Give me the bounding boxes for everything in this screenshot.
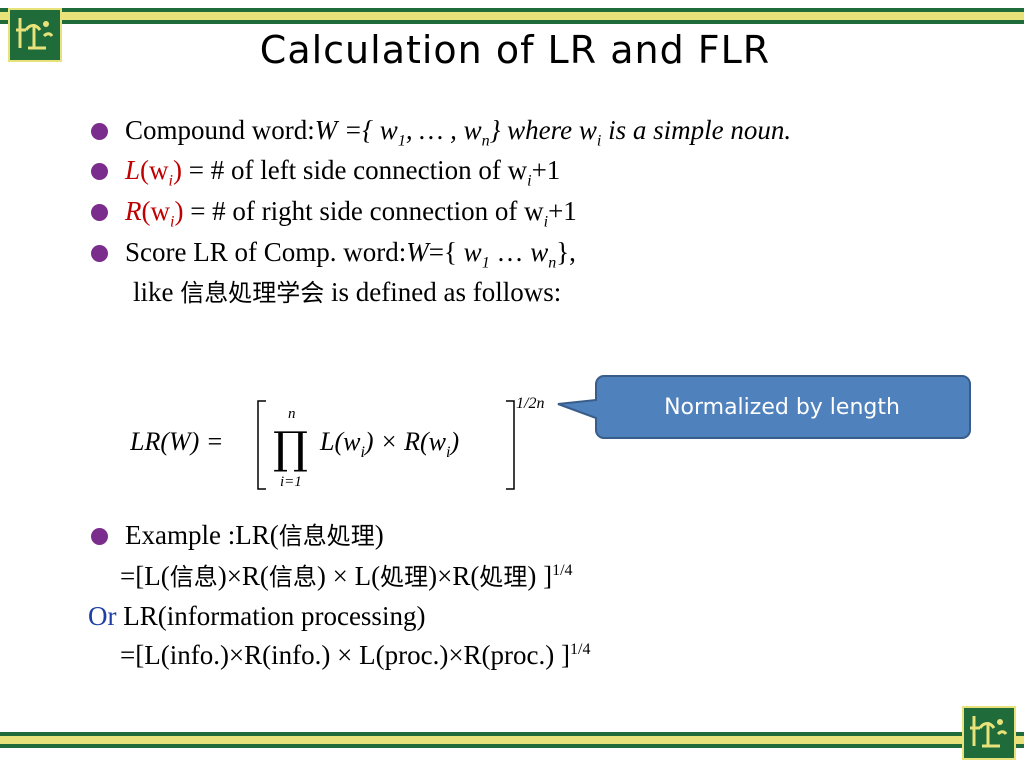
compound-wn: w	[463, 115, 482, 145]
formula-lower: i=1	[280, 474, 302, 490]
right-text: = # of right side connection of w	[183, 196, 544, 226]
compound-mid: , … ,	[405, 115, 464, 145]
compound-wi: w	[578, 115, 597, 145]
ex2-proc2: 処理	[479, 563, 528, 591]
right-plus: +1	[548, 196, 577, 226]
compound-subi: i	[596, 132, 602, 150]
slide-title: Calculation of LR and FLR	[259, 28, 771, 72]
callout-label: Normalized by length	[664, 395, 900, 420]
bullet-score-continuation: like 信息処理学会 is defined as follows:	[88, 275, 918, 310]
formula-sub-i2: i	[446, 444, 450, 461]
formula-right-bracket	[506, 400, 515, 490]
compound-w1: w	[379, 115, 398, 145]
right-sub-i2: i	[543, 213, 549, 231]
bullet-right-connection: R(wi) = # of right side connection of wi…	[88, 194, 918, 231]
ex4-exp: 1/4	[570, 641, 591, 658]
example-block: Example :LR(信息処理) =[L(信息)×R(信息) × L(処理)×…	[88, 518, 988, 675]
or-label: Or	[88, 601, 117, 631]
left-open: (w	[140, 155, 169, 185]
formula-body: L(wi) × R(wi)	[319, 427, 459, 461]
compound-eqopen: ={	[337, 115, 380, 145]
compound-tail: is a simple noun.	[601, 115, 792, 145]
compound-close: } where	[489, 115, 579, 145]
top-band-yellow	[0, 12, 1024, 20]
right-open: (w	[141, 196, 171, 226]
ex2-exp: 1/4	[552, 562, 573, 579]
formula-upper: n	[288, 406, 296, 422]
ex2-info1: 信息	[169, 563, 218, 591]
left-sub-i: i	[168, 172, 173, 190]
score-close: },	[556, 237, 576, 267]
ex4-text: =[L(info.)×R(info.) × L(proc.)×R(proc.) …	[120, 640, 571, 670]
score-subn: n	[548, 254, 557, 272]
left-sub-i2: i	[527, 172, 532, 190]
right-sub-i: i	[170, 213, 175, 231]
left-close: )	[172, 155, 182, 185]
lr-formula: LR(W) = n ∏ i=1 L(wi) × R(wi) 1/2n	[130, 395, 544, 490]
formula-body-b: ) × R(w	[363, 427, 447, 456]
formula-product: ∏	[273, 423, 308, 474]
bullet-dot-icon	[91, 204, 108, 221]
ex2-e: ) ]	[527, 561, 553, 591]
bottom-band-green	[0, 732, 1024, 736]
right-R: R	[125, 196, 142, 226]
score-W: W	[406, 237, 429, 267]
score-w1: w	[463, 237, 482, 267]
logo-mark-icon	[16, 18, 54, 50]
bullet-dot-icon	[91, 245, 108, 262]
formula-lhs: LR(W) =	[130, 427, 223, 456]
score-dots: …	[489, 237, 531, 267]
score-eq: ={	[428, 237, 464, 267]
top-band-green-2	[0, 20, 1024, 24]
top-band-green	[0, 8, 1024, 12]
example-cjk-term: 信息処理学会	[180, 279, 325, 307]
right-close: )	[174, 196, 184, 226]
formula-body-c: )	[448, 427, 459, 456]
bottom-band-green-2	[0, 744, 1024, 748]
compound-W: W	[314, 115, 338, 145]
bullet-dot-icon	[91, 123, 108, 140]
compound-label: Compound word:	[125, 115, 315, 145]
defined-text: is defined as follows:	[331, 277, 562, 307]
bullet-compound-word: Compound word:W ={ w1, … , wn} where wi …	[88, 113, 918, 150]
left-L: L	[125, 155, 141, 185]
like-text: like	[133, 277, 181, 307]
or-text: LR(information processing)	[116, 601, 426, 631]
ex2-proc1: 処理	[380, 563, 429, 591]
bullet-dot-icon	[91, 528, 108, 545]
logo-bottom-right	[962, 706, 1016, 760]
example-cjk: 信息処理	[278, 522, 375, 550]
ex2-c: ) × L(	[316, 561, 381, 591]
formula-exponent: 1/2n	[516, 395, 544, 412]
ex2-info2: 信息	[268, 563, 317, 591]
bullet-score-lr: Score LR of Comp. word:W={ w1 … wn},	[88, 235, 918, 272]
ex2-d: )×R(	[428, 561, 480, 591]
score-text: Score LR of Comp. word:	[125, 237, 407, 267]
left-text: = # of left side connection of w	[181, 155, 528, 185]
callout-shape	[557, 375, 971, 439]
ex2-a: =[L(	[120, 561, 170, 591]
logo-mark-icon	[970, 716, 1008, 748]
compound-subn: n	[481, 132, 490, 150]
bullet-dot-icon	[91, 163, 108, 180]
left-plus: +1	[531, 155, 561, 185]
bullet-list: Compound word:W ={ w1, … , wn} where wi …	[88, 113, 918, 310]
example-close: )	[374, 520, 384, 550]
ex2-b: )×R(	[217, 561, 269, 591]
example-line-4: =[L(info.)×R(info.) × L(proc.)×R(proc.) …	[88, 636, 988, 675]
bottom-band-yellow	[0, 736, 1024, 744]
score-wn: w	[530, 237, 549, 267]
bullet-left-connection: L(wi) = # of left side connection of wi+…	[88, 153, 918, 190]
example-label: Example :LR(	[125, 520, 279, 550]
bullet-example: Example :LR(信息処理)	[88, 518, 988, 553]
formula-sub-i1: i	[360, 444, 364, 461]
formula-body-a: L(w	[319, 427, 361, 456]
formula-left-bracket	[257, 400, 266, 490]
compound-sub1: 1	[397, 132, 406, 150]
logo-top-left	[8, 8, 62, 62]
example-line-3: Or LR(information processing)	[88, 597, 988, 636]
example-line-2: =[L(信息)×R(信息) × L(処理)×R(処理) ]1/4	[88, 557, 988, 597]
score-sub1: 1	[481, 254, 490, 272]
